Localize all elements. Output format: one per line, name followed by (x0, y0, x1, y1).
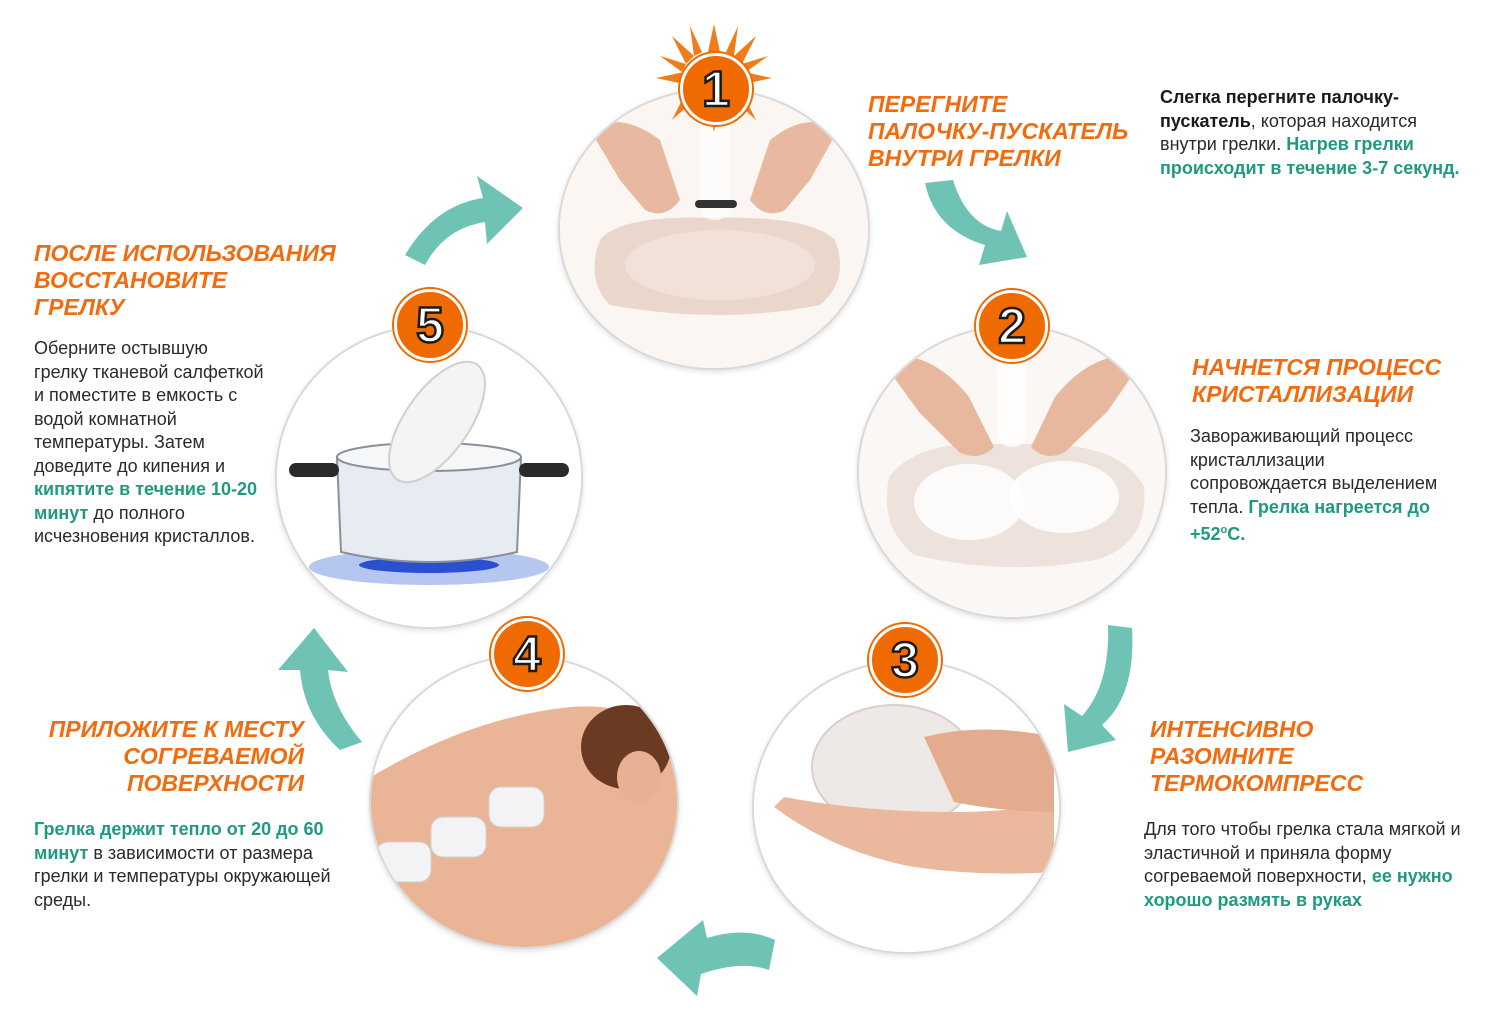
back-with-pads-illustration (371, 657, 677, 947)
step-2-title-line: НАЧНЕТСЯ ПРОЦЕСС (1192, 354, 1442, 380)
step-1-bold-text: Слегка перегните палочку-пускатель (1160, 87, 1399, 131)
arrow-1-to-2 (925, 180, 1027, 265)
step-3-title-line: РАЗОМНИТЕ (1150, 743, 1294, 769)
step-4-title-line: ПРИЛОЖИТЕ К МЕСТУ (48, 716, 304, 742)
step-3-text: Для того чтобы грелка стала мягкой и эла… (1144, 819, 1461, 886)
step-1-description: Слегка перегните палочку-пускатель, кото… (1160, 86, 1470, 180)
hand-kneading-pad-illustration (754, 662, 1059, 952)
step-1-title-line: ВНУТРИ ГРЕЛКИ (868, 145, 1061, 171)
step-2-highlight: Грелка нагреется до +52 (1190, 496, 1430, 545)
step-2-image-circle (857, 325, 1167, 619)
step-5-text-end: до полного исчезновения кристаллов. (34, 502, 255, 547)
step-4-title: ПРИЛОЖИТЕ К МЕСТУ СОГРЕВАЕМОЙ ПОВЕРХНОСТ… (34, 716, 304, 797)
step-4-image-circle (369, 655, 679, 949)
step-4-text: в зависимости от размера грелки и темпер… (34, 842, 331, 910)
step-5-text: Оберните остывшую грелку тканевой салфет… (34, 338, 264, 476)
step-1-number-badge: 1 (680, 53, 752, 125)
step-3-title: ИНТЕНСИВНО РАЗОМНИТЕ ТЕРМОКОМПРЕСС (1150, 716, 1363, 797)
step-5-highlight: кипятите в течение 10-20 минут (34, 479, 258, 523)
step-2-number-badge: 2 (976, 290, 1048, 362)
pot-boiling-illustration (277, 327, 581, 627)
step-4-number-badge: 4 (491, 618, 563, 690)
step-1-title: ПЕРЕГНИТЕ ПАЛОЧКУ-ПУСКАТЕЛЬ ВНУТРИ ГРЕЛК… (868, 91, 1128, 172)
arrow-3-to-4 (657, 920, 775, 996)
step-1-title-line: ПЕРЕГНИТЕ (868, 91, 1008, 117)
arrow-4-to-5 (278, 628, 362, 750)
step-3-highlight: ее нужно хорошо размять в руках (1144, 866, 1453, 910)
step-2-highlight-unit: C. (1227, 524, 1246, 544)
step-4-highlight: Грелка держит тепло от 20 до 60 минут (34, 819, 324, 863)
step-1-title-line: ПАЛОЧКУ-ПУСКАТЕЛЬ (868, 118, 1129, 144)
step-2-description: Завораживающий процесс кристаллизации со… (1190, 425, 1465, 547)
step-5-description: Оберните остывшую грелку тканевой салфет… (34, 337, 264, 549)
hands-crystallizing-pad-illustration (859, 327, 1165, 617)
hands-bending-pad-illustration (560, 90, 868, 368)
step-2-degree-sup: o (1220, 524, 1228, 536)
step-2-text: Завораживающий процесс кристаллизации со… (1190, 426, 1438, 517)
step-1-image-circle (558, 88, 870, 370)
step-2-title-line: КРИСТАЛЛИЗАЦИИ (1192, 381, 1414, 407)
step-4-title-line: СОГРЕВАЕМОЙ (123, 743, 304, 769)
step-3-title-line: ИНТЕНСИВНО (1150, 716, 1314, 742)
step-5-number-badge: 5 (394, 289, 466, 361)
step-3-number-badge: 3 (869, 624, 941, 696)
step-2-title: НАЧНЕТСЯ ПРОЦЕСС КРИСТАЛЛИЗАЦИИ (1192, 354, 1441, 408)
step-5-image-circle (275, 325, 583, 629)
step-4-description: Грелка держит тепло от 20 до 60 минут в … (34, 818, 346, 912)
step-3-title-line: ТЕРМОКОМПРЕСС (1150, 770, 1364, 796)
step-1-highlight: Нагрев грелки происходит в течение 3-7 с… (1160, 134, 1460, 178)
step-5-title-line: ГРЕЛКУ (34, 294, 125, 320)
step-5-title-line: ВОССТАНОВИТЕ (34, 267, 228, 293)
step-3-image-circle (752, 660, 1061, 954)
arrow-5-to-1 (405, 176, 523, 265)
step-5-title-line: ПОСЛЕ ИСПОЛЬЗОВАНИЯ (34, 240, 336, 266)
step-4-title-line: ПОВЕРХНОСТИ (126, 770, 304, 796)
arrow-2-to-3 (1064, 625, 1133, 752)
step-3-description: Для того чтобы грелка стала мягкой и эла… (1144, 818, 1464, 912)
step-5-title: ПОСЛЕ ИСПОЛЬЗОВАНИЯ ВОССТАНОВИТЕ ГРЕЛКУ (34, 240, 336, 321)
step-1-text: , которая находится внутри грелки. (1160, 110, 1418, 155)
